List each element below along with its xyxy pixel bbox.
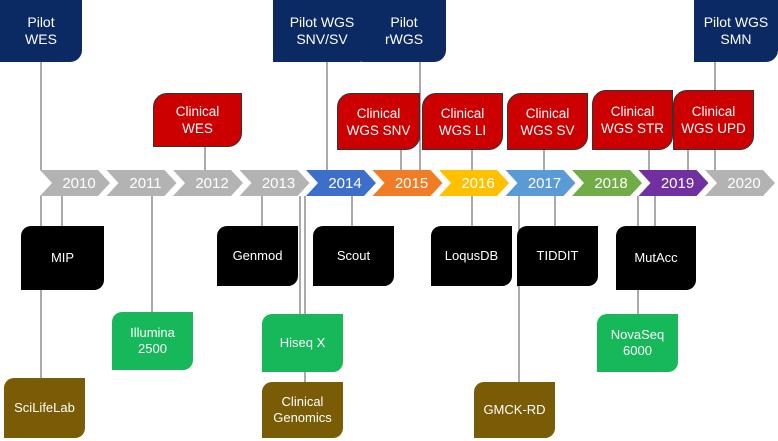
- year-label-2014: 2014: [328, 175, 361, 192]
- event-clinical-wgs-li: Clinical WGS LI: [422, 93, 503, 150]
- org-clinical-genomics: Clinical Genomics: [262, 382, 343, 438]
- event-clinical-wgs-upd: Clinical WGS UPD: [673, 90, 754, 150]
- event-clinical-wgs-sv: Clinical WGS SV: [507, 93, 588, 150]
- year-label-2020: 2020: [727, 175, 760, 192]
- platform-illumina-2500: Illumina 2500: [112, 312, 193, 370]
- year-label-2011: 2011: [129, 175, 161, 192]
- tool-loqusdb: LoqusDB: [431, 226, 512, 286]
- year-arrow-2015: [372, 170, 443, 196]
- platform-hiseq-x: Hiseq X: [262, 314, 343, 372]
- tool-tiddit: TIDDIT: [517, 226, 598, 286]
- year-label-2015: 2015: [395, 175, 428, 192]
- year-arrow-2013: [239, 170, 310, 196]
- year-arrow-2010: [40, 170, 110, 196]
- year-label-2013: 2013: [262, 175, 295, 192]
- org-scilifelab: SciLifeLab: [4, 378, 85, 438]
- org-gmck-rd: GMCK-RD: [474, 382, 555, 438]
- year-label-2016: 2016: [461, 175, 494, 192]
- year-label-2017: 2017: [528, 175, 561, 192]
- year-arrow-2014: [306, 170, 376, 196]
- tool-genmod: Genmod: [217, 226, 298, 286]
- year-label-2019: 2019: [661, 175, 694, 192]
- year-arrow-2012: [173, 170, 243, 196]
- year-arrow-2011: [106, 170, 177, 196]
- event-clinical-wgs-str: Clinical WGS STR: [592, 90, 673, 150]
- event-pilot-wes: Pilot WES: [0, 0, 82, 62]
- tool-mip: MIP: [21, 226, 104, 290]
- event-pilot-rwgs: Pilot rWGS: [362, 0, 446, 62]
- tool-mutacc: MutAcc: [616, 226, 696, 290]
- event-pilot-wgs-smn: Pilot WGS SMN: [694, 0, 778, 62]
- year-label-2018: 2018: [594, 175, 627, 192]
- event-clinical-wes: Clinical WES: [153, 93, 242, 147]
- event-pilot-wgs-snv-sv: Pilot WGS SNV/SV: [273, 0, 371, 62]
- year-arrows: 2010 2011 2012 2013 2014 2015 2016 2017 2018 2019…: [40, 170, 775, 196]
- year-label-2010: 2010: [62, 175, 95, 192]
- year-arrow-2018: [572, 170, 642, 196]
- year-arrow-2020: [705, 170, 775, 196]
- year-arrow-2017: [505, 170, 576, 196]
- year-arrow-2019: [638, 170, 709, 196]
- year-arrow-2016: [439, 170, 509, 196]
- platform-novaseq-6000: NovaSeq 6000: [597, 314, 678, 372]
- event-clinical-wgs-snv: Clinical WGS SNV: [337, 93, 420, 150]
- year-label-2012: 2012: [195, 175, 228, 192]
- tool-scout: Scout: [313, 226, 394, 286]
